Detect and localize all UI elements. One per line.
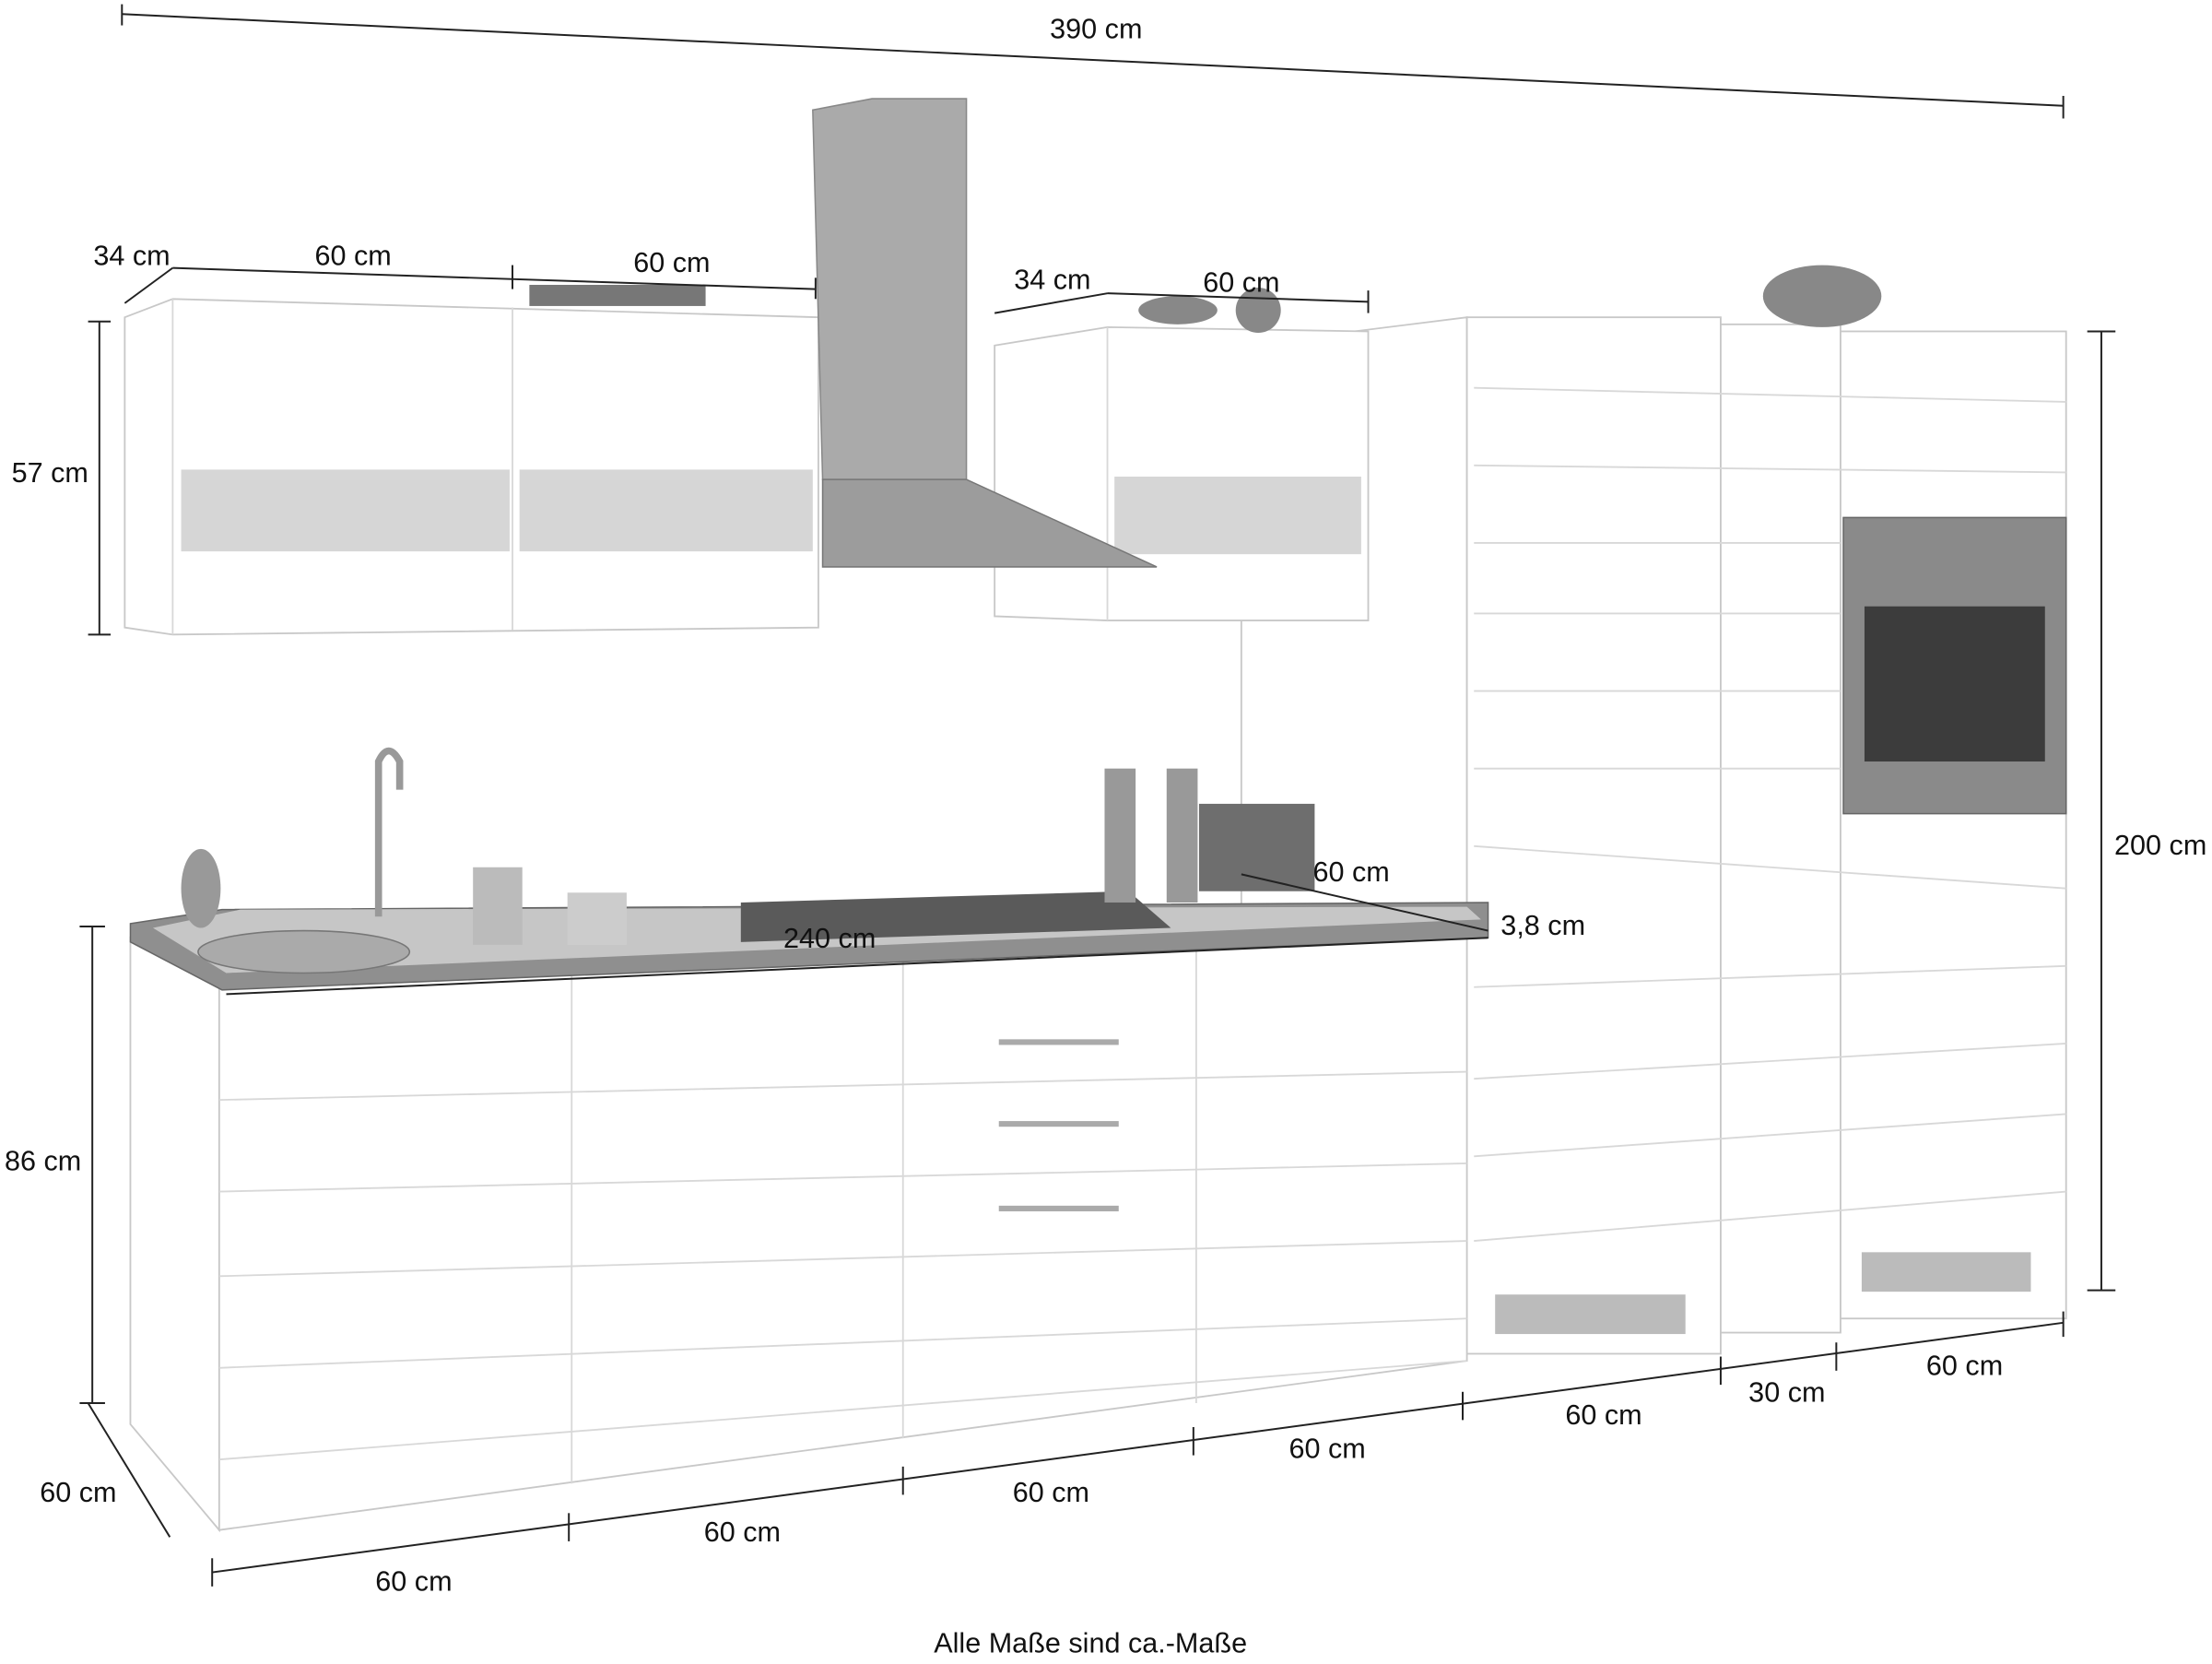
decor-figure: [181, 848, 221, 928]
upper-cabinet-left: [124, 298, 819, 636]
dim-upper-right-width: 60 cm: [1203, 267, 1279, 299]
dim-base-width-3: 60 cm: [1013, 1477, 1089, 1508]
upper-glass-panel-1: [181, 469, 510, 552]
cooktop: [740, 891, 1171, 942]
drawer-handle: [998, 1121, 1119, 1127]
dim-base-width-4: 60 cm: [1289, 1434, 1366, 1465]
faucet: [374, 747, 404, 917]
vent-grille-right: [1861, 1252, 2031, 1292]
drawer-handle: [998, 1039, 1119, 1045]
dim-upper-left-depth: 34 cm: [93, 241, 170, 272]
vent-grille-left: [1495, 1294, 1686, 1335]
upper-cabinet-right: [994, 325, 1370, 621]
tall-cabinet-oven: [1840, 330, 2067, 1320]
salt-mill: [1166, 768, 1198, 903]
dim-upper-left-1: 60 cm: [315, 241, 392, 272]
dim-upper-right-depth: 34 cm: [1014, 265, 1090, 296]
dim-upper-height: 57 cm: [12, 457, 88, 489]
dim-total-width: 390 cm: [1050, 13, 1142, 44]
dim-base-width-6: 30 cm: [1748, 1376, 1825, 1408]
dim-worktop-depth: 60 cm: [1313, 856, 1390, 888]
bowl-decor: [1138, 296, 1218, 325]
books-decor: [529, 284, 706, 306]
mug: [473, 867, 523, 945]
upper-glass-panel-2: [519, 469, 813, 552]
dim-base-width-5: 60 cm: [1565, 1399, 1641, 1431]
dim-base-width-1: 60 cm: [375, 1565, 452, 1597]
toaster: [1198, 803, 1315, 891]
footer-note: Alle Maße sind ca.-Maße: [934, 1628, 1247, 1659]
upper-glass-panel-3: [1114, 477, 1361, 555]
kitchen-illustration: [124, 98, 2067, 1533]
dim-worktop-length: 240 cm: [783, 923, 876, 954]
dim-base-depth: 60 cm: [40, 1477, 116, 1508]
base-grooves: [218, 1070, 1467, 1461]
extractor-hood-chimney: [812, 98, 968, 480]
sink: [197, 929, 411, 974]
dim-tall-height: 200 cm: [2114, 830, 2206, 861]
pepper-mill: [1104, 768, 1136, 903]
oven-window: [1864, 606, 2045, 762]
dim-base-width-2: 60 cm: [704, 1516, 781, 1548]
base-cabinet-side: [129, 936, 220, 1533]
tall-cabinet-narrow: [1720, 323, 1841, 1334]
jar: [567, 892, 627, 945]
dim-base-height: 86 cm: [5, 1146, 81, 1177]
tall-cabinet-fridge: [1465, 316, 1722, 1355]
dim-worktop-thickness: 3,8 cm: [1500, 910, 1585, 941]
dimension-lines: [79, 4, 2116, 1587]
dim-base-width-7: 60 cm: [1926, 1350, 2003, 1381]
cabinet-grooves: [1474, 386, 2066, 1243]
dim-upper-left-2: 60 cm: [633, 247, 710, 278]
base-cabinets-front: [218, 937, 1468, 1531]
decor-bowl-top: [1762, 265, 1882, 327]
extractor-hood-canopy: [821, 478, 1158, 568]
drawer-handle: [998, 1205, 1119, 1211]
